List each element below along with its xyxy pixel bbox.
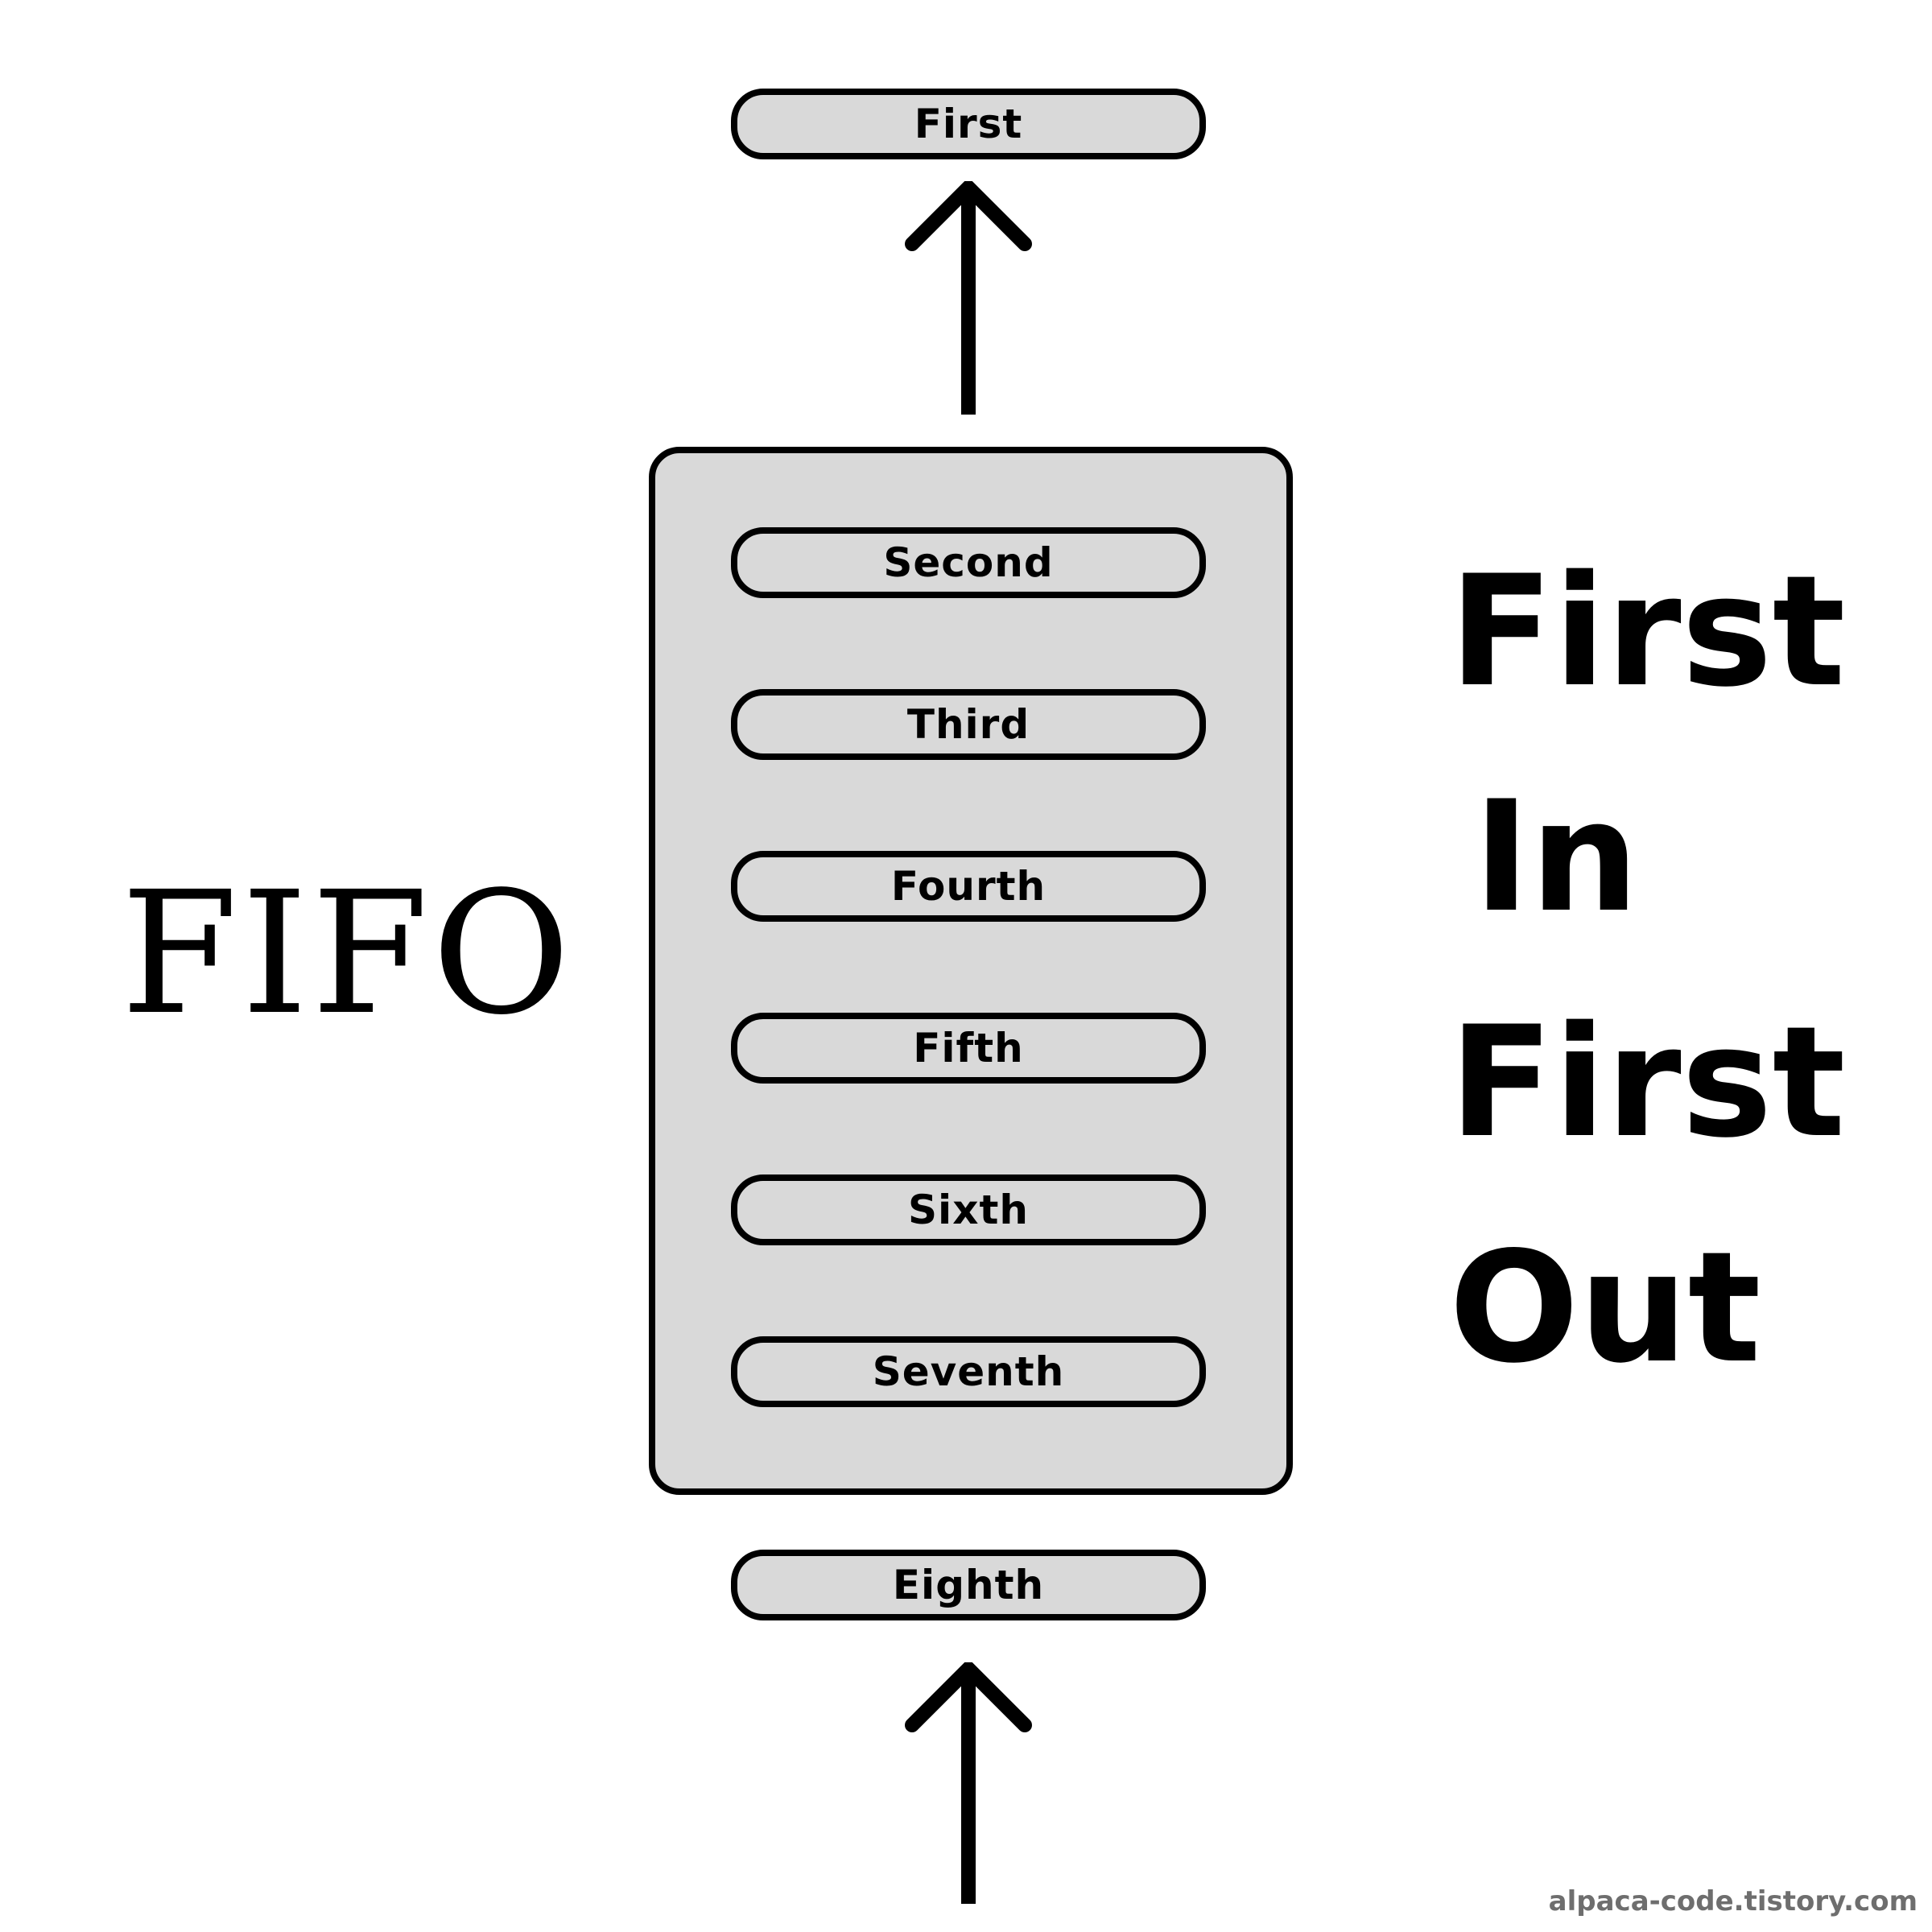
meaning-line-in: In: [1473, 768, 1639, 946]
queue-item: Sixth: [731, 1174, 1206, 1245]
queue-item: Seventh: [731, 1336, 1206, 1407]
queue-item: Fourth: [731, 851, 1206, 922]
fifo-title: FIFO: [121, 855, 574, 1052]
output-item-label: First: [914, 101, 1023, 147]
output-arrow-icon: [905, 181, 1032, 415]
queue-item-label: Sixth: [908, 1187, 1029, 1233]
queue-item-label: Fifth: [913, 1025, 1024, 1071]
queue-item: Third: [731, 689, 1206, 760]
meaning-line-first: First: [1449, 543, 1846, 720]
output-item: First: [731, 89, 1206, 159]
input-item: Eighth: [731, 1550, 1206, 1620]
queue-item-label: Fourth: [890, 863, 1046, 910]
watermark: alpaca-code.tistory.com: [1548, 1885, 1918, 1918]
meaning-line-first-2: First: [1449, 993, 1846, 1171]
queue-item-label: Second: [883, 539, 1054, 586]
queue-item: Fifth: [731, 1013, 1206, 1084]
queue-container: [649, 447, 1293, 1495]
input-item-label: Eighth: [892, 1562, 1045, 1608]
queue-item-label: Third: [906, 701, 1030, 748]
queue-item: Second: [731, 527, 1206, 598]
meaning-line-out: Out: [1449, 1219, 1761, 1397]
queue-item-label: Seventh: [872, 1348, 1065, 1395]
input-arrow-icon: [905, 1662, 1032, 1904]
